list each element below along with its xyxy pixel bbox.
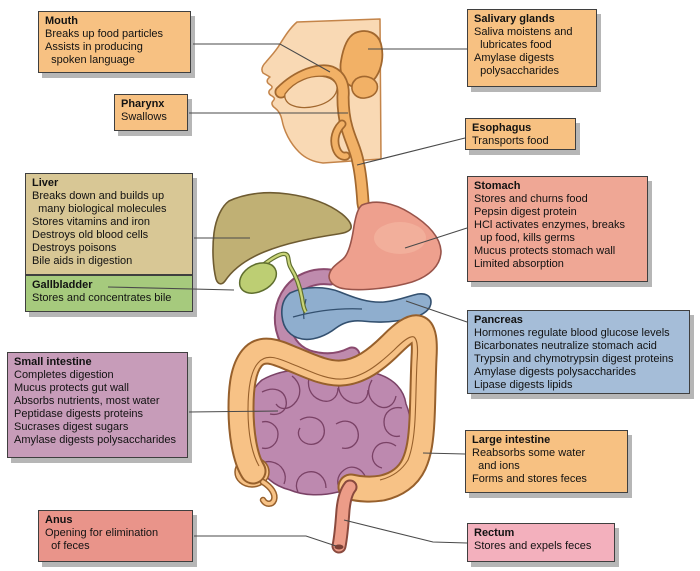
- label-box-pharynx: Pharynx Swallows: [114, 94, 188, 131]
- label-title: Small intestine: [14, 356, 92, 368]
- label-title: Anus: [45, 514, 73, 526]
- anus-opening: [334, 544, 344, 550]
- label-title: Esophagus: [472, 122, 532, 134]
- larynx: [332, 121, 349, 159]
- label-title: Mouth: [45, 15, 78, 27]
- tongue: [284, 75, 338, 109]
- label-box-liver: Liver Breaks down and builds up many bio…: [25, 173, 193, 275]
- label-title: Liver: [32, 177, 59, 189]
- oral-pharynx-esophagus-tube: [276, 66, 375, 222]
- label-body: Stores and expels feces: [474, 540, 592, 552]
- biliary-system: [238, 251, 308, 314]
- label-box-mouth: Mouth Breaks up food particles Assists i…: [38, 11, 191, 73]
- rectum-organ: [331, 479, 358, 554]
- oral-pharynx-esophagus-tube-outline: [274, 64, 377, 224]
- label-title: Stomach: [474, 180, 521, 192]
- bile-duct: [260, 251, 308, 314]
- leader-line-rectum: [343, 519, 468, 544]
- label-title: Pharynx: [121, 98, 165, 110]
- leader-line-stomach: [404, 227, 468, 249]
- label-body: Transports food: [472, 135, 549, 147]
- pancreas-organ: [281, 286, 432, 341]
- leader-line-large-intestine: [422, 452, 466, 455]
- leader-line-pancreas: [405, 300, 468, 323]
- label-body: Hormones regulate blood glucose levels B…: [474, 327, 674, 391]
- label-box-large-intestine: Large intestine Reabsorbs some water and…: [465, 430, 628, 493]
- submandibular-gland: [351, 75, 379, 99]
- label-body: Stores and churns food Pepsin digest pro…: [474, 193, 625, 270]
- large-intestine-organ: [227, 314, 438, 507]
- label-body: Breaks up food particles Assists in prod…: [45, 28, 164, 66]
- duodenum-organ: [273, 268, 361, 370]
- label-body: Stores and concentrates bile: [32, 292, 172, 304]
- colon-inner-wall: [247, 336, 419, 481]
- label-title: Pancreas: [474, 314, 523, 326]
- label-box-stomach: Stomach Stores and churns food Pepsin di…: [467, 176, 648, 282]
- pancreatic-duct: [292, 298, 363, 320]
- label-box-salivary-glands: Salivary glands Saliva moistens and lubr…: [467, 9, 597, 87]
- label-box-rectum: Rectum Stores and expels feces: [467, 523, 615, 562]
- head-illustration: [261, 18, 384, 224]
- label-box-gallbladder: Gallbladder Stores and concentrates bile: [25, 275, 193, 312]
- label-body: Completes digestion Mucus protects gut w…: [14, 369, 177, 446]
- liver-organ: [212, 191, 352, 285]
- label-box-esophagus: Esophagus Transports food: [465, 118, 576, 150]
- gallbladder-organ: [238, 262, 278, 294]
- parotid-gland: [339, 30, 384, 89]
- leader-line-mouth: [193, 43, 331, 73]
- label-body: Breaks down and builds up many biologica…: [32, 190, 167, 267]
- leader-line-anus: [194, 535, 337, 547]
- head-profile: [261, 18, 382, 164]
- appendix: [259, 478, 278, 507]
- cecum: [234, 456, 270, 488]
- leader-line-esophagus: [356, 137, 466, 166]
- label-body: Opening for elimination of feces: [45, 527, 159, 552]
- label-title: Gallbladder: [32, 279, 93, 291]
- small-intestine-organ: [246, 368, 412, 496]
- label-title: Large intestine: [472, 434, 551, 446]
- label-box-pancreas: Pancreas Hormones regulate blood glucose…: [467, 310, 690, 394]
- label-box-small-intestine: Small intestine Completes digestion Mucu…: [7, 352, 188, 458]
- label-box-anus: Anus Opening for elimination of feces: [38, 510, 193, 562]
- label-title: Salivary glands: [474, 13, 555, 25]
- leader-line-small-intestine: [188, 410, 279, 413]
- larynx-outline: [330, 119, 351, 161]
- coil-lines: [255, 373, 403, 493]
- label-title: Rectum: [474, 527, 515, 539]
- label-body: Reabsorbs some water and ions Forms and …: [472, 447, 587, 485]
- stomach-organ: [328, 201, 442, 291]
- label-body: Swallows: [121, 111, 167, 123]
- label-body: Saliva moistens and lubricates food Amyl…: [474, 26, 573, 77]
